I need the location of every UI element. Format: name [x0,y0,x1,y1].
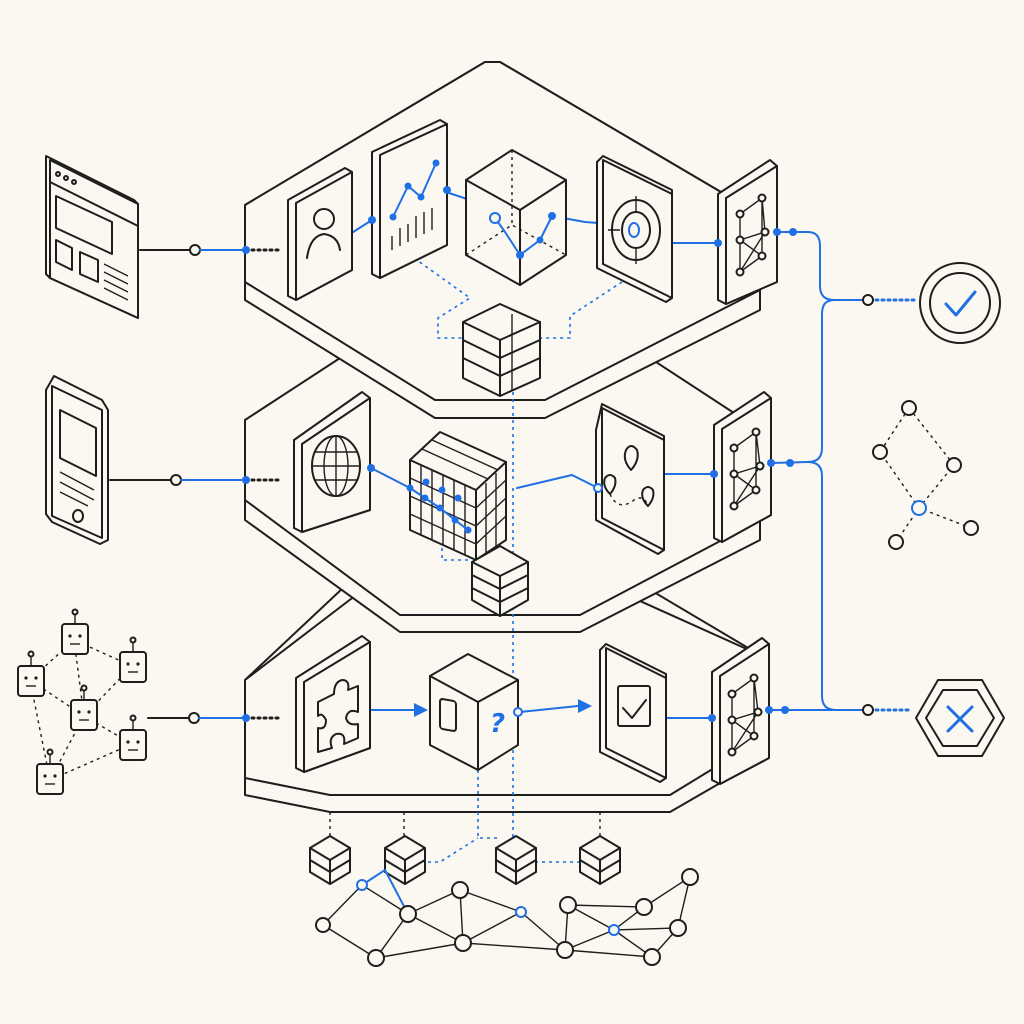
line-chart-icon [368,159,451,250]
globe-icon [311,435,361,497]
storage-cube [309,835,351,885]
approval-card [599,643,667,783]
user-icon [313,208,335,230]
robot-agent-icon [119,636,147,683]
floating-graph-cluster [872,400,979,550]
storage-cube [495,835,537,885]
puzzle-piece-icon [317,679,359,753]
data-grid-cube [406,431,507,561]
network-graph-panel-bottom [708,637,773,785]
checkmark-icon [622,699,647,719]
output-routing-lines [768,228,918,716]
mobile-device-source [45,375,247,545]
location-map-card [593,403,665,555]
user-profile-card [287,167,353,301]
layer-interconnect-lines [413,257,623,840]
robot-agent-icon [17,650,45,697]
x-hexagon-icon [915,679,1005,757]
agent-swarm-source [17,608,247,795]
map-pin-icon [603,445,655,507]
3d-cube-model [465,149,567,286]
distributed-mesh-network [315,868,699,967]
robot-agent-icon [36,748,64,795]
storage-cube-top [462,303,541,397]
robot-agent-icon [119,714,147,761]
graph-icon [729,427,765,511]
question-mark-icon: ? [490,709,505,739]
storage-cube-middle [471,545,529,617]
check-circle-icon [919,262,1001,344]
robot-agent-icon [70,684,98,731]
robot-agent-icon [61,608,89,655]
network-graph-panel-middle [710,391,775,543]
graph-icon [727,673,763,757]
middle-layer-flow [242,467,715,489]
bottom-layer-flow [242,699,713,722]
unknown-module-cube: ? [429,653,523,771]
storage-cube [384,835,426,885]
storage-cube [579,835,621,885]
storage-node-row [309,812,621,885]
graph-icon [735,193,770,277]
analytics-chart-card [368,119,451,279]
web-browser-source [45,155,247,319]
target-icon [608,196,661,264]
network-graph-panel-top [714,159,781,305]
puzzle-card [295,635,371,773]
target-scanner-card [596,155,673,303]
globe-card [293,391,375,533]
